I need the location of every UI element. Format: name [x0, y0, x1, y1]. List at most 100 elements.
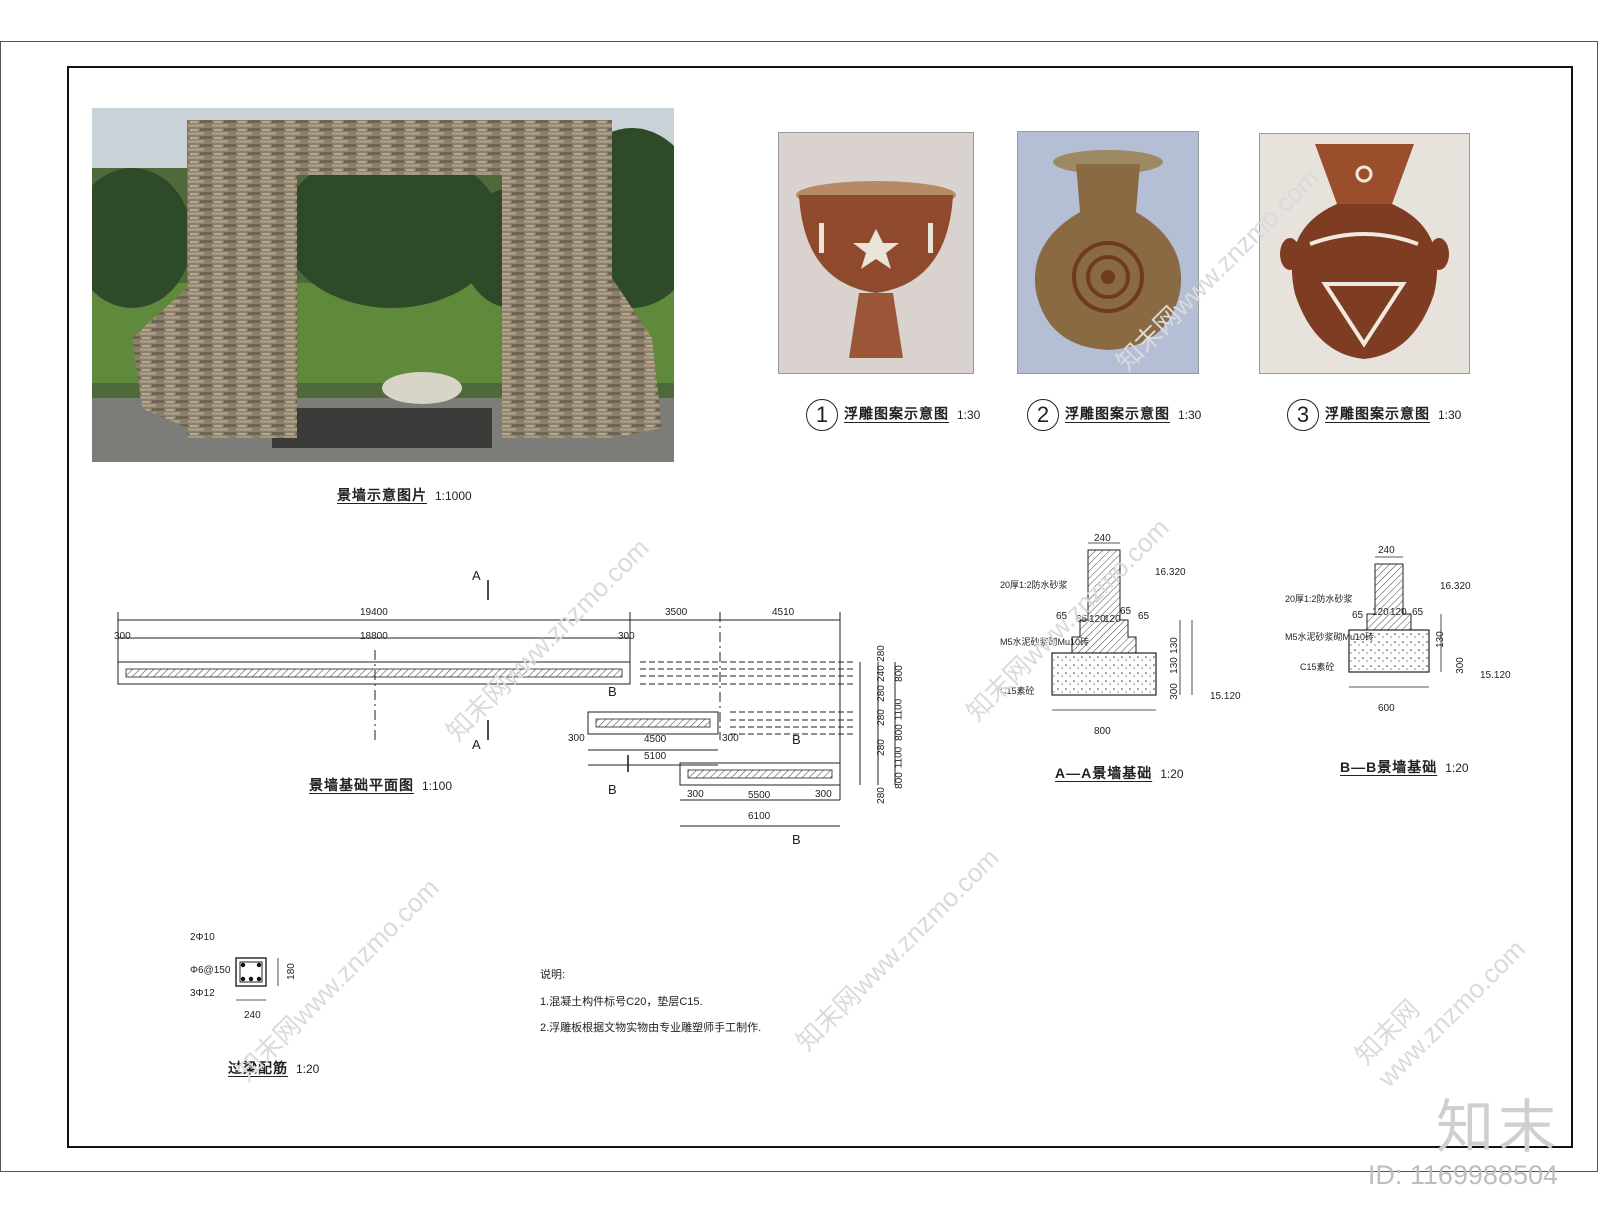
bb-title: B—B景墙基础	[1340, 759, 1438, 775]
bb-elev-bottom: 15.120	[1480, 670, 1511, 681]
plan-title: 景墙基础平面图	[309, 777, 414, 793]
aa-elev-top: 16.320	[1155, 567, 1186, 578]
bb-layer3: C15素砼	[1300, 662, 1335, 672]
relief-caption-3-text: 浮雕图案示意图	[1325, 405, 1430, 422]
bb-layer1: 20厚1:2防水砂浆	[1285, 594, 1353, 604]
beam-section-drawing	[235, 957, 279, 1001]
bb-top-width: 240	[1378, 545, 1395, 556]
plan-scale: 1:100	[422, 779, 453, 793]
wall-photo	[92, 108, 674, 462]
beam-width: 240	[244, 1010, 261, 1021]
wall3-total: 6100	[748, 811, 771, 822]
wall3-middle: 5500	[748, 790, 771, 801]
section-bb-drawing	[1348, 556, 1442, 688]
aa-step-3: 120	[1089, 614, 1106, 625]
right-dim-a-3: 280	[875, 685, 887, 702]
section-mark-b-1: B	[608, 684, 617, 699]
bb-height-1: 130	[1434, 631, 1446, 648]
section-mark-a-top: A	[472, 568, 481, 583]
right-dim-b-2: 1100	[893, 698, 905, 721]
aa-step-2: 65	[1076, 614, 1088, 625]
bb-base-width: 600	[1378, 703, 1395, 714]
wall2-total: 5100	[644, 751, 667, 762]
bb-caption: B—B景墙基础 1:20	[1340, 757, 1469, 777]
right-dim-a-1: 280	[875, 645, 887, 662]
relief-caption-1-scale: 1:30	[957, 407, 981, 422]
right-dim-b-5: 800	[893, 772, 905, 789]
relief-number-1: 1	[806, 399, 838, 431]
section-mark-b-4: B	[792, 832, 801, 847]
aa-step-1: 65	[1056, 611, 1068, 622]
dim-span3: 4510	[772, 607, 795, 618]
aa-layer2: M5水泥砂浆砌Mu10砖	[1000, 637, 1090, 647]
bb-step-3: 120	[1390, 607, 1407, 618]
wall3-right: 300	[815, 789, 832, 800]
bb-height-2: 300	[1454, 657, 1466, 674]
aa-top-width: 240	[1094, 533, 1111, 544]
drawing-border	[67, 66, 1573, 1148]
bb-step-2: 120	[1372, 607, 1389, 618]
aa-step-4: 120	[1104, 614, 1121, 625]
beam-caption: 过梁配筋 1:20	[228, 1058, 319, 1078]
relief-photo-2	[1017, 131, 1199, 374]
watermark-id: ID: 1169988504	[1367, 1160, 1558, 1190]
right-dim-b-4: 1100	[893, 746, 905, 769]
caption-text: 景墙示意图片	[337, 487, 427, 503]
right-dim-c-3: 280	[875, 787, 887, 804]
right-dim-b-1: 800	[893, 665, 905, 682]
aa-layer3: C15素砼	[1000, 686, 1035, 696]
relief-caption-3-scale: 1:30	[1438, 407, 1462, 422]
section-mark-a-bottom: A	[472, 737, 481, 752]
aa-height-2: 130	[1168, 657, 1180, 674]
beam-title: 过梁配筋	[228, 1060, 288, 1076]
aa-title: A—A景墙基础	[1055, 765, 1153, 781]
right-dim-c-2: 280	[875, 739, 887, 756]
relief-photo-3	[1259, 133, 1470, 374]
plan-caption: 景墙基础平面图 1:100	[309, 775, 452, 795]
wall2-left: 300	[568, 733, 585, 744]
beam-height: 180	[285, 963, 297, 980]
bb-elev-top: 16.320	[1440, 581, 1471, 592]
relief-caption-2-scale: 1:30	[1178, 407, 1202, 422]
aa-base-width: 800	[1094, 726, 1111, 737]
relief-caption-2-text: 浮雕图案示意图	[1065, 405, 1170, 422]
beam-stirrup: Φ6@150	[190, 965, 231, 976]
dim-span2: 3500	[665, 607, 688, 618]
relief-number-2: 2	[1027, 399, 1059, 431]
aa-elev-bottom: 15.120	[1210, 691, 1241, 702]
bb-step-1: 65	[1352, 610, 1364, 621]
dim-left-end: 300	[114, 631, 131, 642]
notes-heading: 说明:	[540, 969, 566, 981]
foundation-plan-drawing	[117, 580, 896, 827]
wall-photo-caption: 景墙示意图片 1:1000	[337, 485, 472, 505]
notes-line-2: 2.浮雕板根据文物实物由专业雕塑师手工制作.	[540, 1022, 762, 1034]
bb-scale: 1:20	[1445, 761, 1469, 775]
beam-bottom-bar: 3Φ12	[190, 988, 215, 999]
caption-scale: 1:1000	[435, 489, 472, 503]
aa-caption: A—A景墙基础 1:20	[1055, 763, 1184, 783]
wall3-left: 300	[687, 789, 704, 800]
wall2-middle: 4500	[644, 734, 667, 745]
outer-frame	[0, 41, 1598, 1172]
aa-step-5: 65	[1120, 606, 1132, 617]
relief-photo-1	[778, 132, 974, 374]
right-dim-b-3: 800	[893, 724, 905, 741]
dim-total: 19400	[360, 607, 388, 618]
section-aa-drawing	[1051, 542, 1193, 711]
right-dim-c-1: 280	[875, 709, 887, 726]
dim-middle: 18800	[360, 631, 388, 642]
bb-step-4: 65	[1412, 607, 1424, 618]
notes-line-1: 1.混凝土构件标号C20，垫层C15.	[540, 996, 703, 1008]
bb-layer2: M5水泥砂浆砌Mu10砖	[1285, 632, 1375, 642]
aa-height-3: 300	[1168, 683, 1180, 700]
watermark-logo: 知末	[1435, 1095, 1560, 1160]
beam-scale: 1:20	[296, 1062, 320, 1076]
right-dim-a-2: 240	[875, 665, 887, 682]
relief-caption-2: 2 浮雕图案示意图 1:30	[1027, 399, 1201, 431]
aa-layer1: 20厚1:2防水砂浆	[1000, 580, 1068, 590]
aa-scale: 1:20	[1160, 767, 1184, 781]
aa-step-6: 65	[1138, 611, 1150, 622]
wall2-right: 300	[722, 733, 739, 744]
